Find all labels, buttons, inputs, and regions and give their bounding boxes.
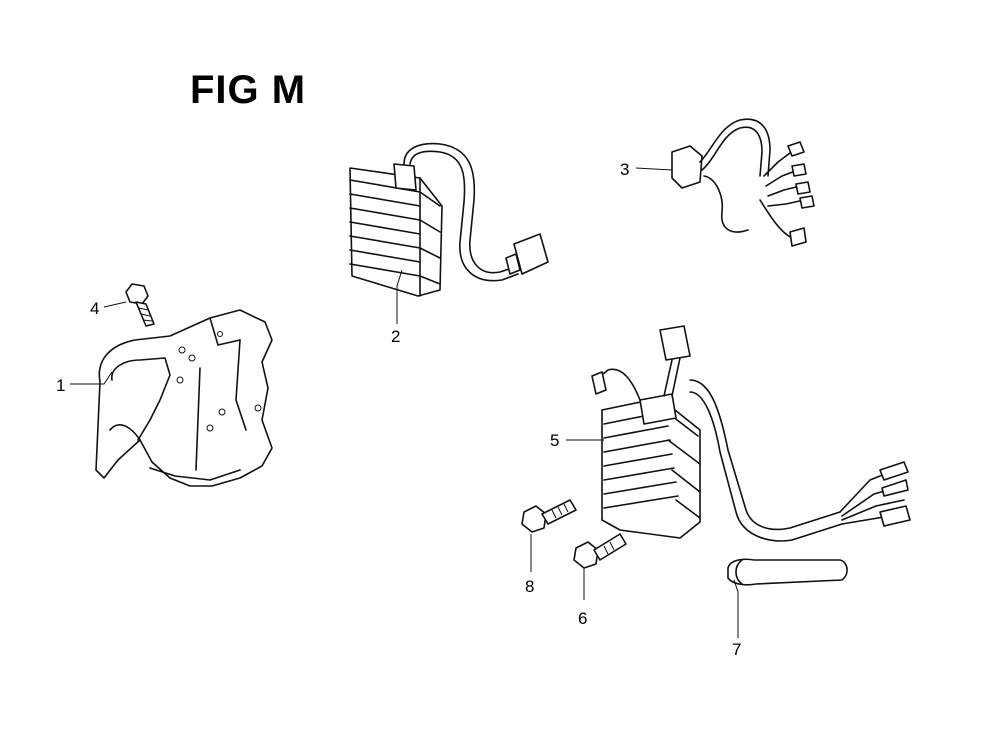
part-2-regulator[interactable]: [349, 142, 549, 297]
part-3-harness[interactable]: [671, 118, 815, 247]
part-8-bolt[interactable]: [521, 499, 577, 533]
callout-1: 1: [56, 376, 65, 395]
callout-6: 6: [578, 609, 587, 628]
callout-2: 2: [391, 327, 400, 346]
leader-lines: [70, 167, 739, 638]
callout-3: 3: [620, 160, 629, 179]
callout-4: 4: [90, 299, 99, 318]
part-5-regulator[interactable]: [591, 325, 911, 542]
callout-5: 5: [550, 431, 559, 450]
callout-labels: 1 2 3 4 5 6 7 8: [56, 160, 741, 659]
part-4-bolt[interactable]: [125, 283, 155, 327]
part-1-cover[interactable]: [95, 309, 273, 487]
callout-7: 7: [732, 640, 741, 659]
callout-8: 8: [525, 577, 534, 596]
part-7-hose[interactable]: [727, 558, 848, 586]
figure-title: FIG M: [190, 68, 307, 112]
part-6-bolt[interactable]: [573, 533, 627, 569]
